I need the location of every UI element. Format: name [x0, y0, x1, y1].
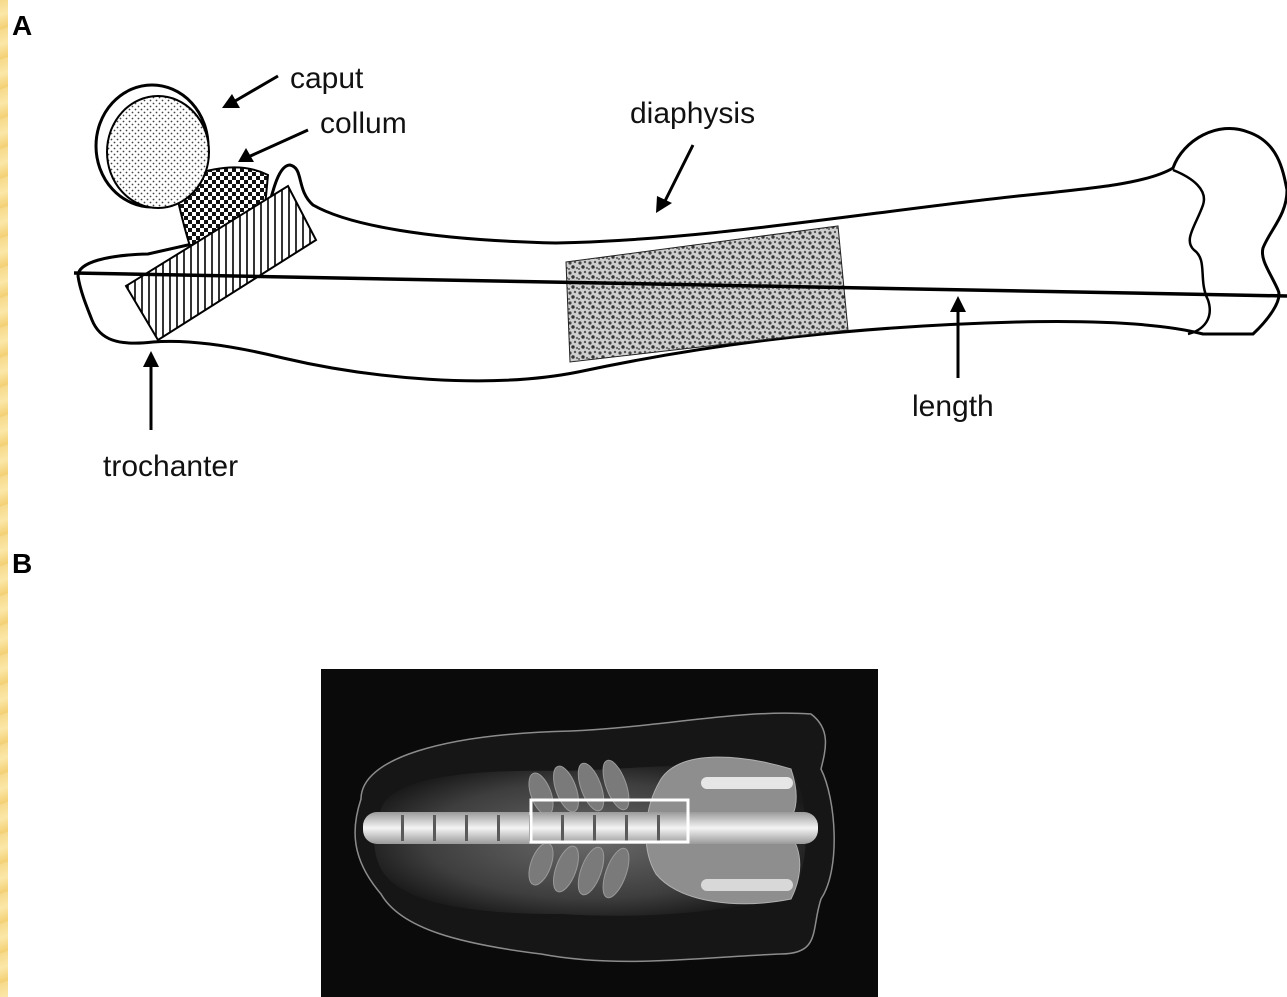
vertebra-gap: [497, 815, 500, 841]
collum-arrow: [246, 130, 308, 158]
collum-label: collum: [320, 107, 407, 141]
vertebra-gap: [625, 815, 628, 841]
hind-bone-upper: [701, 777, 793, 789]
vertebra-gap: [561, 815, 564, 841]
panel-b-letter: B: [12, 548, 32, 580]
diaphysis-arrowhead: [656, 196, 672, 213]
spine: [363, 812, 818, 844]
length-label: length: [912, 390, 994, 424]
vertebra-gap: [465, 815, 468, 841]
vertebra-gap: [593, 815, 596, 841]
page-edge-decoration: [0, 0, 8, 997]
diaphysis-label: diaphysis: [630, 97, 755, 131]
vertebra-gap: [401, 815, 404, 841]
vertebra-gap: [657, 815, 660, 841]
vertebra-gap: [433, 815, 436, 841]
trochanter-label: trochanter: [103, 450, 238, 484]
hind-bone-lower: [701, 879, 793, 891]
caput-region: [107, 96, 209, 208]
diaphysis-arrow: [663, 145, 693, 205]
xray-scan: [321, 669, 878, 997]
xray-image: [321, 669, 878, 997]
figure: A: [8, 0, 1287, 997]
trochanter-arrowhead: [143, 351, 159, 367]
caput-arrow: [230, 76, 278, 104]
caput-label: caput: [290, 62, 363, 96]
